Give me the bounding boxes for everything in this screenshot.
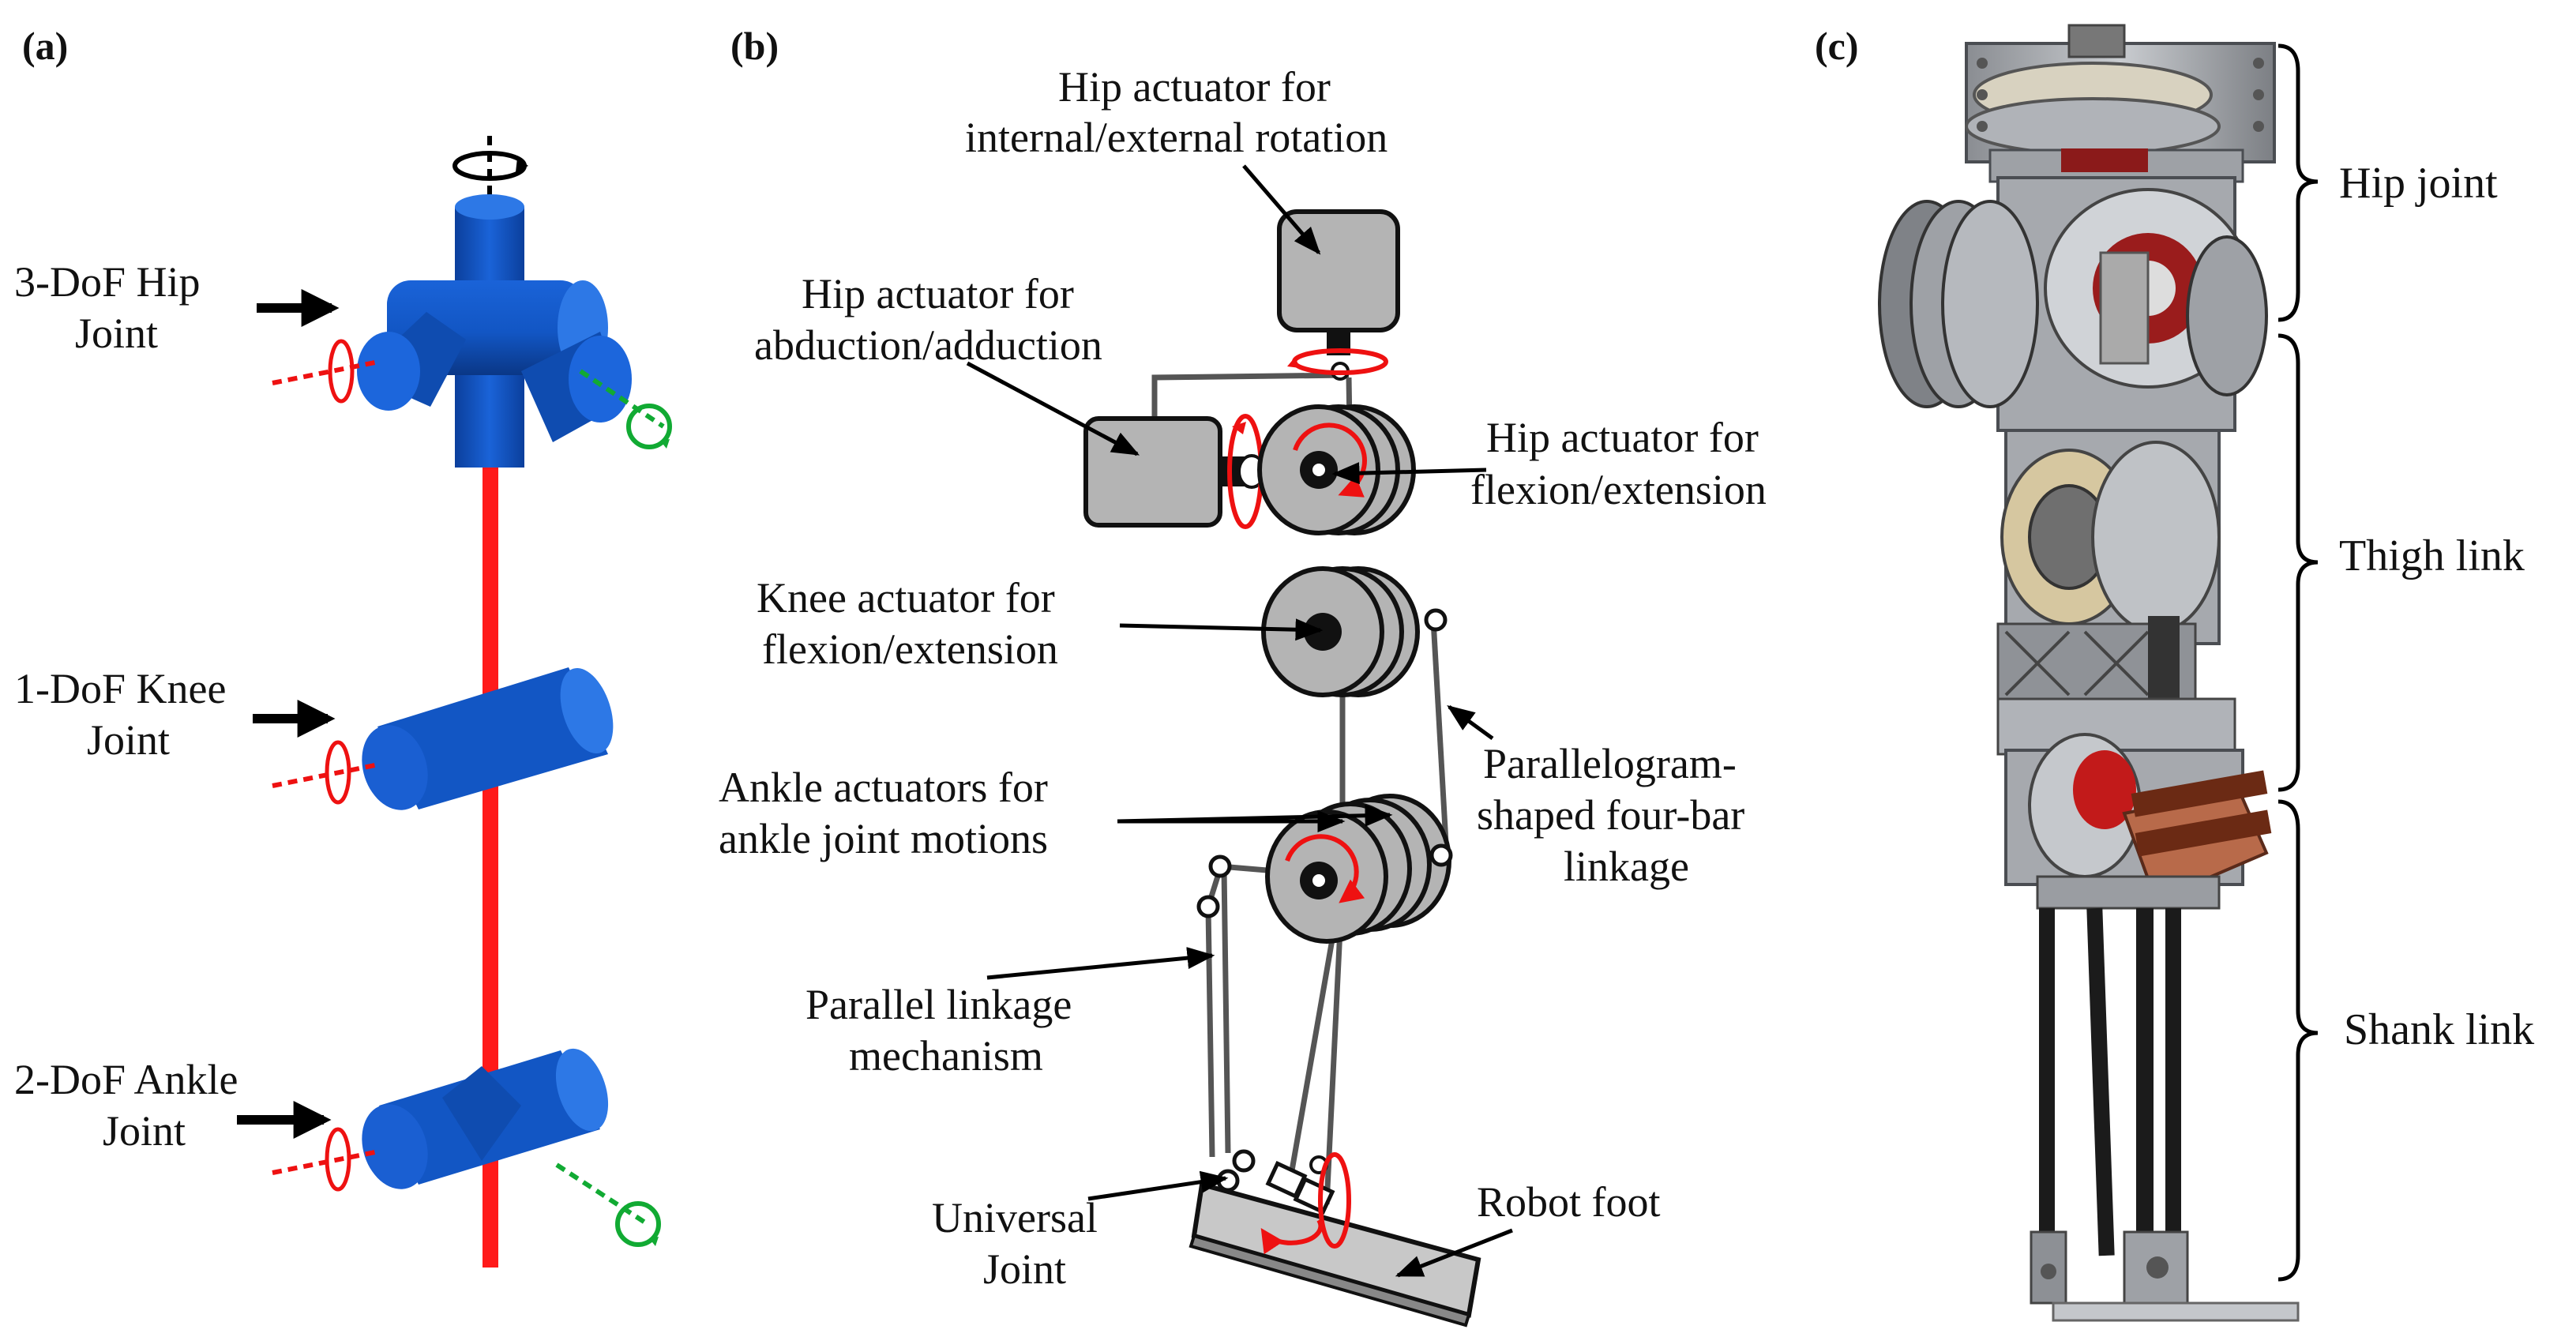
ankle-joint-model (362, 1048, 609, 1189)
hip-joint-segment-label: Hip joint (2339, 159, 2498, 208)
knee-actuator-label-line1: Knee actuator for (757, 574, 1055, 622)
panel-label-b: (b) (730, 24, 779, 68)
linkage-pivot (1196, 895, 1220, 918)
shank-link-segment-label: Shank link (2344, 1005, 2534, 1054)
hip-abduction-label-line2: abduction/adduction (754, 321, 1102, 369)
leg-link (483, 442, 498, 1268)
thigh-link-segment-label: Thigh link (2339, 531, 2525, 580)
panel-a-kinematic-model: 3-DoF Hip Joint 1-DoF Knee Joint 2-DoF A… (14, 136, 672, 1268)
parallel-linkage-label-line2: mechanism (849, 1032, 1043, 1080)
ankle-actuators (1265, 794, 1453, 944)
robot-foot (1188, 1181, 1481, 1328)
segment-braces (2277, 43, 2319, 1282)
panel-b-actuator-layout: Hip actuator for internal/external rotat… (719, 63, 1767, 1328)
ankle-joint-label-line1: 2-DoF Ankle (14, 1056, 238, 1103)
ankle-actuators-label-line1: Ankle actuators for (719, 764, 1048, 811)
hip-abduction-actuator (1083, 414, 1266, 529)
thigh-assembly (1996, 429, 2236, 756)
universal-joint-label-line2: Joint (983, 1245, 1066, 1293)
parallelogram-label-line2: shaped four-bar (1477, 791, 1744, 839)
panel-c-leg-rendering: Hip joint Thigh link Shank link (1878, 24, 2534, 1322)
callout-arrows (966, 164, 1513, 1278)
knee-actuator-label-line2: flexion/extension (762, 625, 1058, 673)
linkage-pivot (1208, 854, 1232, 878)
hip-abduction-label-line1: Hip actuator for (802, 270, 1074, 317)
hip-assembly (1878, 24, 2276, 432)
knee-joint-model (362, 667, 614, 810)
hip-flexion-label-line2: flexion/extension (1470, 466, 1767, 513)
parallelogram-label-line1: Parallelogram- (1483, 740, 1737, 787)
foot-assembly (2030, 1230, 2300, 1322)
knee-joint-label-line1: 1-DoF Knee (14, 665, 226, 712)
hip-rotation-actuator (1277, 209, 1400, 381)
shank-rods (2039, 907, 2181, 1264)
robot-foot-label: Robot foot (1477, 1178, 1661, 1226)
hip-rotation-label-line2: internal/external rotation (965, 114, 1388, 161)
panel-label-c: (c) (1815, 24, 1859, 68)
hip-flexion-actuator (1257, 404, 1416, 535)
knee-joint-label-line2: Joint (87, 716, 170, 764)
panel-label-a: (a) (22, 24, 68, 68)
ankle-joint-label-line2: Joint (103, 1107, 186, 1155)
hip-joint-model (357, 136, 632, 468)
parallel-linkage-label-line1: Parallel linkage (805, 981, 1072, 1028)
knee-assembly (2004, 733, 2272, 910)
parallelogram-label-line3: linkage (1564, 843, 1689, 890)
hip-rotation-label-line1: Hip actuator for (1058, 63, 1331, 111)
hip-flexion-label-line1: Hip actuator for (1486, 414, 1759, 461)
knee-actuator (1261, 566, 1448, 697)
universal-joint-label-line1: Universal (932, 1194, 1098, 1241)
hip-joint-label-line2: Joint (75, 310, 158, 357)
ankle-actuators-label-line2: ankle joint motions (719, 815, 1048, 862)
hip-joint-label-line1: 3-DoF Hip (14, 258, 201, 306)
